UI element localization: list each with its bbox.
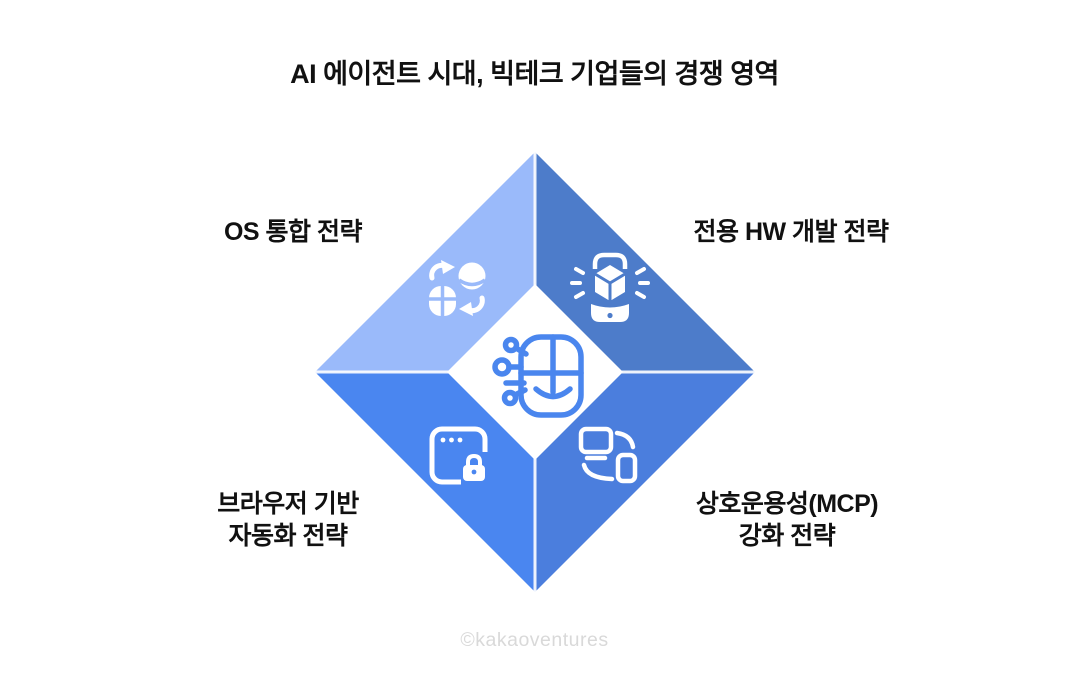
label-line: 상호운용성(MCP) [695, 490, 879, 518]
quadrant-browser-automation [315, 372, 535, 592]
page-title: AI 에이전트 시대, 빅테크 기업들의 경쟁 영역 [290, 59, 779, 89]
label-mcp-interoperability: 상호운용성(MCP) 강화 전략 [667, 488, 907, 552]
monitor-phone-sync-icon [578, 426, 638, 484]
label-hw-development: 전용 HW 개발 전략 [693, 218, 890, 246]
label-line: 브라우저 기반 [217, 490, 359, 518]
label-browser-automation: 브라우저 기반 자동화 전략 [168, 488, 408, 552]
label-os-integration: OS 통합 전략 [223, 218, 363, 246]
competition-diamond-diagram [315, 152, 755, 592]
watermark: ©kakaoventures [460, 629, 609, 651]
device-hologram-cube-icon [570, 252, 650, 322]
label-line: 자동화 전략 [228, 522, 348, 550]
ai-agent-mask-icon [492, 334, 584, 418]
browser-lock-icon [429, 426, 491, 486]
quadrant-hw-development [535, 152, 755, 372]
mouse-os-sync-icon [429, 260, 486, 316]
label-line: 강화 전략 [738, 522, 836, 550]
quadrant-os-integration [315, 152, 535, 372]
